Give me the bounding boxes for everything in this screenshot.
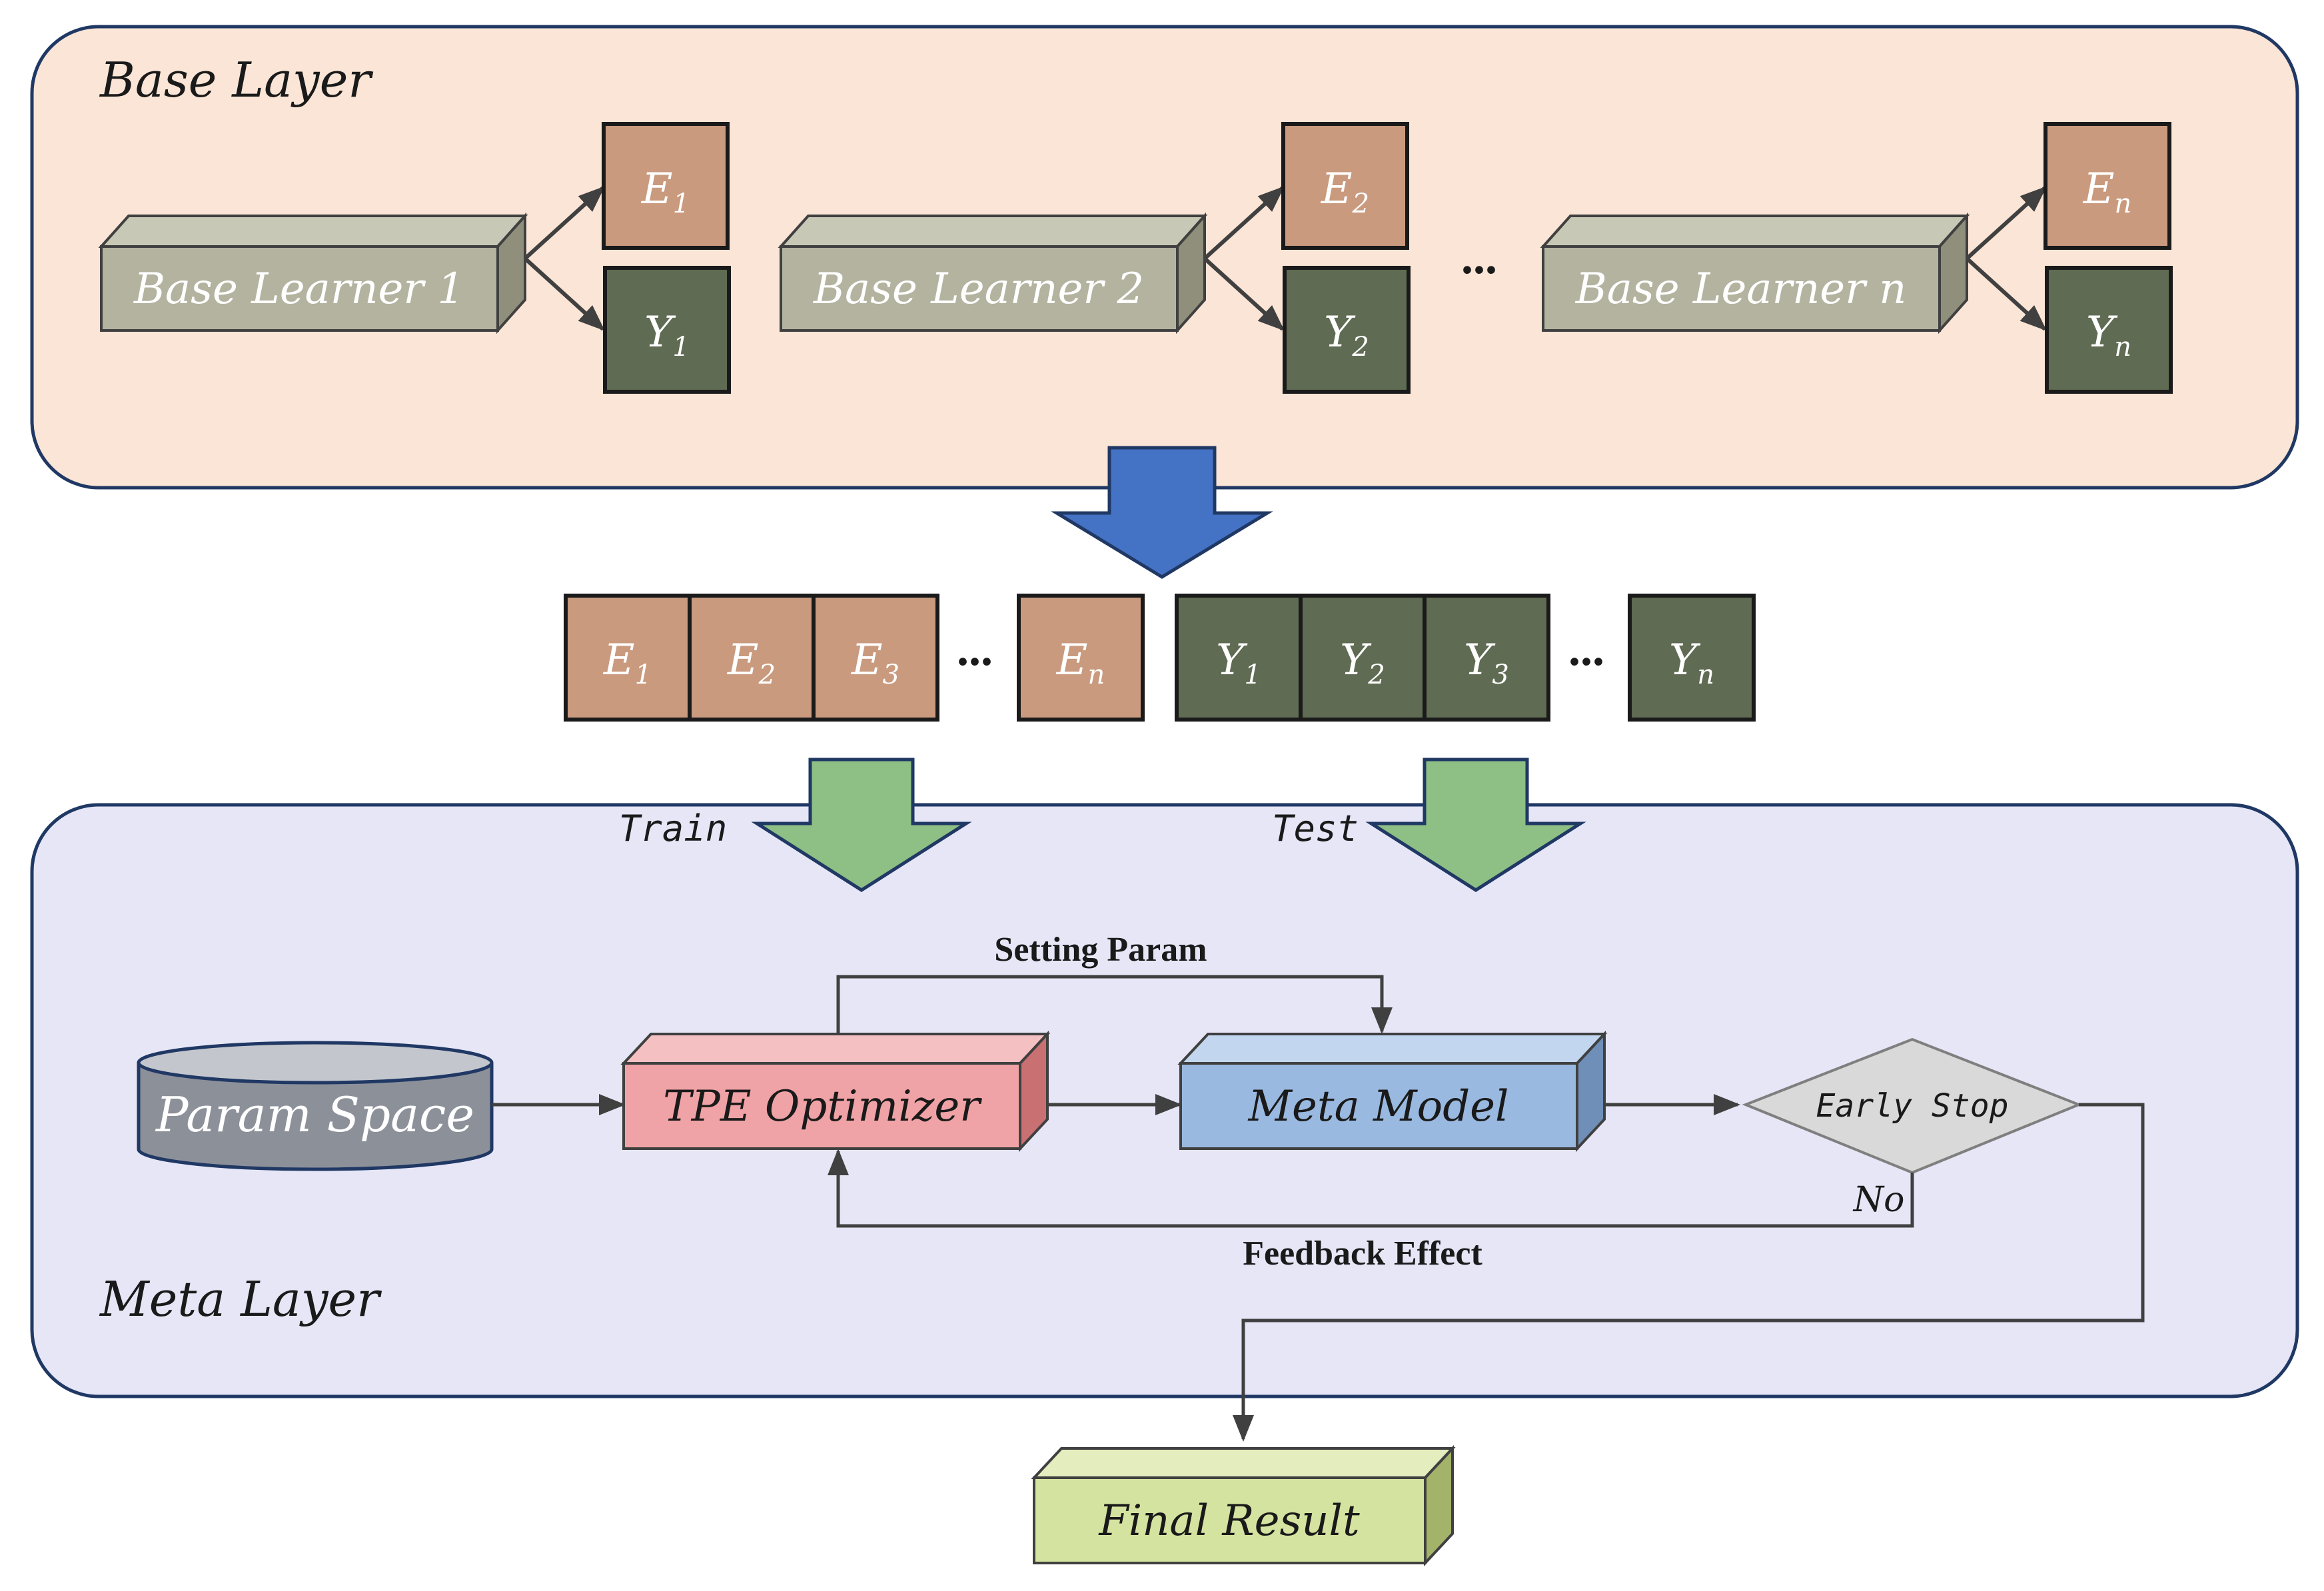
out-yn-sub: n xyxy=(1697,660,1714,690)
param-space-cylinder: Param Space xyxy=(137,1041,494,1171)
en-main: E xyxy=(2083,165,2115,214)
exit-connector xyxy=(1233,1103,2145,1442)
train-label: Train xyxy=(619,807,728,849)
final-result-box: Final Result xyxy=(1031,1444,1456,1567)
en-box: En xyxy=(2043,122,2171,250)
out-y1-sub: 1 xyxy=(1244,660,1261,690)
e-output-row: E1 E2 E3 xyxy=(564,594,939,722)
out-yn-box: Yn xyxy=(1628,594,1756,722)
base-learner-n-label: Base Learner n xyxy=(1575,265,1907,314)
blue-down-arrow xyxy=(1051,446,1273,579)
svg-text:Y2: Y2 xyxy=(1340,636,1385,690)
e-ellipsis: ... xyxy=(957,622,993,676)
out-y2-sub: 2 xyxy=(1367,660,1385,690)
y2-box: Y2 xyxy=(1283,266,1411,394)
meta-model-box: Meta Model xyxy=(1177,1030,1608,1153)
feedback-effect-label: Feedback Effect xyxy=(1243,1235,1482,1273)
no-label: No xyxy=(1852,1180,1905,1220)
base-learner-1: Base Learner 1 xyxy=(98,212,528,334)
y1-sub: 1 xyxy=(672,332,689,362)
out-e1-main: E xyxy=(603,636,635,685)
svg-text:Yn: Yn xyxy=(1669,636,1714,690)
meta-layer-title: Meta Layer xyxy=(99,1271,382,1327)
base-learner-1-label: Base Learner 1 xyxy=(133,265,464,314)
svg-text:Y1: Y1 xyxy=(644,308,690,362)
meta-model-label: Meta Model xyxy=(1248,1082,1509,1131)
e2-sub: 2 xyxy=(1352,189,1369,219)
test-arrow xyxy=(1365,758,1586,892)
base-ellipsis: ... xyxy=(1461,231,1497,284)
yn-main: Y xyxy=(2086,308,2118,357)
svg-text:E1: E1 xyxy=(603,636,652,690)
e1-box: E1 xyxy=(602,122,730,250)
y1-main: Y xyxy=(644,308,676,357)
y1-box: Y1 xyxy=(603,266,731,394)
tpe-optimizer-box: TPE Optimizer xyxy=(620,1030,1051,1153)
svg-text:E2: E2 xyxy=(1321,165,1369,219)
svg-text:E2: E2 xyxy=(727,636,776,690)
base-learner-2: Base Learner 2 xyxy=(778,212,1208,334)
en-sub: n xyxy=(2114,189,2131,219)
svg-text:En: En xyxy=(2083,165,2131,219)
out-y3-main: Y xyxy=(1464,636,1496,685)
e1-main: E xyxy=(641,165,673,214)
setting-param-connector xyxy=(836,975,1393,1034)
train-arrow xyxy=(751,758,972,892)
svg-text:Y1: Y1 xyxy=(1216,636,1261,690)
out-y3-sub: 3 xyxy=(1492,660,1508,690)
y-output-row: Y1 Y2 Y3 xyxy=(1175,594,1550,722)
svg-text:E1: E1 xyxy=(641,165,690,219)
tpe-optimizer-label: TPE Optimizer xyxy=(663,1082,982,1131)
out-yn-main: Y xyxy=(1669,636,1701,685)
out-en-box: En xyxy=(1017,594,1145,722)
out-e2-sub: 2 xyxy=(758,660,776,690)
yn-sub: n xyxy=(2114,332,2131,362)
base-layer-title: Base Layer xyxy=(99,52,373,108)
early-stop-label: Early Stop xyxy=(1816,1087,2009,1125)
out-e3-sub: 3 xyxy=(883,660,899,690)
svg-text:E3: E3 xyxy=(851,636,899,690)
out-e3-main: E xyxy=(851,636,883,685)
out-en-sub: n xyxy=(1087,660,1105,690)
out-e2-main: E xyxy=(727,636,759,685)
svg-text:Y2: Y2 xyxy=(1324,308,1369,362)
svg-text:Y3: Y3 xyxy=(1464,636,1509,690)
e2-main: E xyxy=(1321,165,1353,214)
test-label: Test xyxy=(1272,807,1359,849)
param-space-label: Param Space xyxy=(155,1087,474,1143)
setting-param-label: Setting Param xyxy=(994,931,1207,969)
base-learner-2-label: Base Learner 2 xyxy=(813,265,1144,314)
out-y2-main: Y xyxy=(1340,636,1372,685)
final-result-label: Final Result xyxy=(1098,1496,1360,1546)
e1-sub: 1 xyxy=(673,189,690,219)
out-y1-main: Y xyxy=(1216,636,1248,685)
e2-box: E2 xyxy=(1281,122,1409,250)
yn-box: Yn xyxy=(2045,266,2173,394)
base-learner-n: Base Learner n xyxy=(1540,212,1970,334)
y-ellipsis: ... xyxy=(1568,622,1604,676)
svg-text:En: En xyxy=(1056,636,1105,690)
y2-sub: 2 xyxy=(1351,332,1369,362)
out-e1-sub: 1 xyxy=(635,660,652,690)
feedback-connector xyxy=(828,1149,1914,1228)
y2-main: Y xyxy=(1324,308,1356,357)
svg-text:Yn: Yn xyxy=(2086,308,2131,362)
out-en-main: E xyxy=(1056,636,1088,685)
